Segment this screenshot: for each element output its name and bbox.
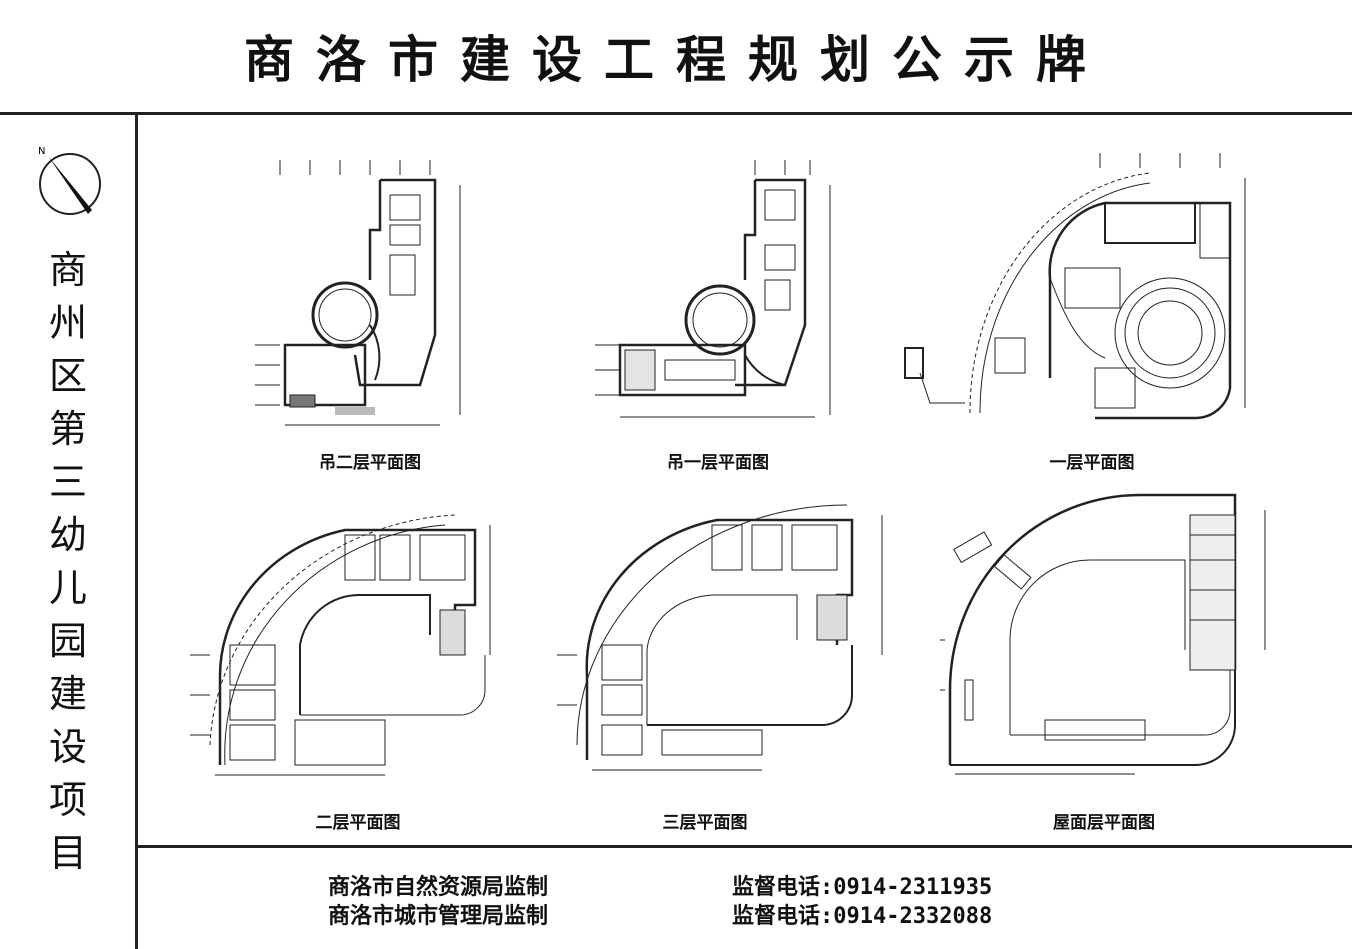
floor-plan-mezzanine-2 bbox=[250, 155, 470, 435]
sidebar-divider bbox=[135, 115, 138, 949]
plan-label: 屋面层平面图 bbox=[1053, 813, 1155, 833]
plan-label: 吊一层平面图 bbox=[667, 453, 769, 473]
footer-divider bbox=[138, 845, 1352, 848]
floor-plan-mezzanine-1 bbox=[595, 155, 845, 435]
project-char: 目 bbox=[48, 831, 87, 875]
supervising-authority: 商洛市自然资源局监制 bbox=[328, 875, 549, 900]
plan-label: 一层平面图 bbox=[1049, 453, 1135, 473]
project-name: 商 州 区 第 三 幼 儿 园 建 设 项 目 bbox=[42, 244, 94, 880]
project-char: 设 bbox=[48, 725, 87, 769]
project-char: 区 bbox=[48, 354, 87, 398]
supervision-phone: 监督电话:0914-2311935 bbox=[732, 875, 993, 900]
plan-label: 三层平面图 bbox=[662, 813, 748, 833]
floor-plan-roof bbox=[935, 490, 1280, 780]
project-char: 第 bbox=[48, 407, 87, 451]
north-compass-icon: N bbox=[34, 144, 106, 222]
plan-label: 吊二层平面图 bbox=[319, 453, 421, 473]
floor-plan-level-2 bbox=[185, 495, 515, 785]
plan-label: 二层平面图 bbox=[315, 813, 401, 833]
page-title: 商洛市建设工程规划公示牌 bbox=[244, 31, 1108, 89]
project-char: 幼 bbox=[48, 513, 87, 557]
compass-label: N bbox=[38, 146, 45, 157]
project-char: 三 bbox=[48, 460, 87, 504]
project-char: 儿 bbox=[48, 566, 87, 610]
supervision-phone: 监督电话:0914-2332088 bbox=[732, 904, 993, 929]
project-char: 商 bbox=[48, 248, 87, 292]
floor-plan-level-1 bbox=[900, 148, 1260, 428]
project-char: 建 bbox=[48, 672, 87, 716]
header-divider bbox=[0, 112, 1352, 115]
supervising-authority: 商洛市城市管理局监制 bbox=[328, 904, 549, 929]
project-char: 州 bbox=[48, 301, 87, 345]
project-char: 项 bbox=[48, 778, 87, 822]
floor-plan-level-3 bbox=[552, 495, 912, 785]
project-char: 园 bbox=[48, 619, 87, 663]
